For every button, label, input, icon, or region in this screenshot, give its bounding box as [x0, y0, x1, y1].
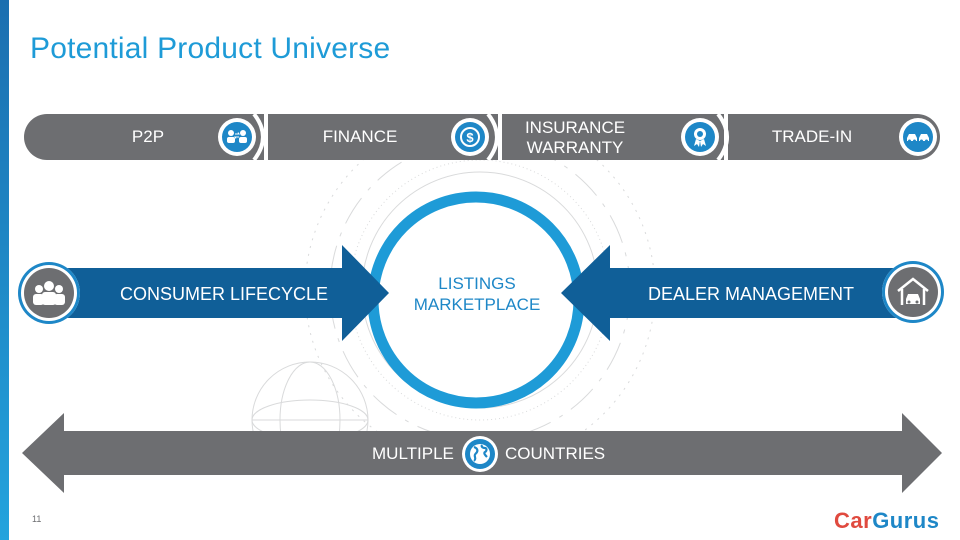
page-title: Potential Product Universe [30, 32, 391, 65]
insurance-label-line1: INSURANCE [524, 118, 626, 137]
insurance-label-line2: WARRANTY [526, 138, 624, 157]
svg-text:$: $ [466, 130, 474, 145]
left-accent-bar [0, 0, 9, 540]
dealer-house-car-icon [888, 267, 938, 317]
cargurus-logo: CarGurus [834, 508, 939, 534]
globe-icon-badge [462, 436, 498, 472]
logo-part1: Car [834, 508, 873, 533]
insurance-warranty-label: INSURANCE WARRANTY [520, 118, 630, 158]
top-bar-dividers [252, 112, 729, 162]
finance-icon-badge: $ [451, 118, 489, 156]
tradein-icon-badge [899, 118, 937, 156]
multiple-label: MULTIPLE [372, 444, 454, 463]
tradein-label: TRADE-IN [771, 127, 853, 146]
center-line1: LISTINGS [438, 274, 516, 293]
insurance-icon-badge [681, 118, 719, 156]
cars-swap-icon [903, 122, 933, 152]
people-exchange-icon [222, 122, 252, 152]
center-line2: MARKETPLACE [413, 295, 541, 314]
group-people-icon [24, 268, 74, 318]
consumer-icon-badge [18, 262, 80, 324]
consumer-lifecycle-arrow [50, 245, 389, 341]
listings-marketplace-label: LISTINGS MARKETPLACE [392, 273, 562, 315]
p2p-label: P2P [131, 127, 165, 146]
dealer-management-label: DEALER MANAGEMENT [648, 284, 855, 304]
finance-label: FINANCE [322, 127, 398, 146]
consumer-lifecycle-label: CONSUMER LIFECYCLE [120, 284, 329, 304]
dealer-icon-badge [882, 261, 944, 323]
p2p-icon-badge [218, 118, 256, 156]
countries-label: COUNTRIES [505, 444, 606, 463]
dollar-coin-icon: $ [455, 122, 485, 152]
logo-part2: Gurus [872, 508, 940, 533]
page-number: 11 [32, 514, 42, 524]
dealer-management-arrow [561, 245, 896, 341]
award-ribbon-icon [685, 122, 715, 152]
globe-icon [465, 439, 495, 469]
